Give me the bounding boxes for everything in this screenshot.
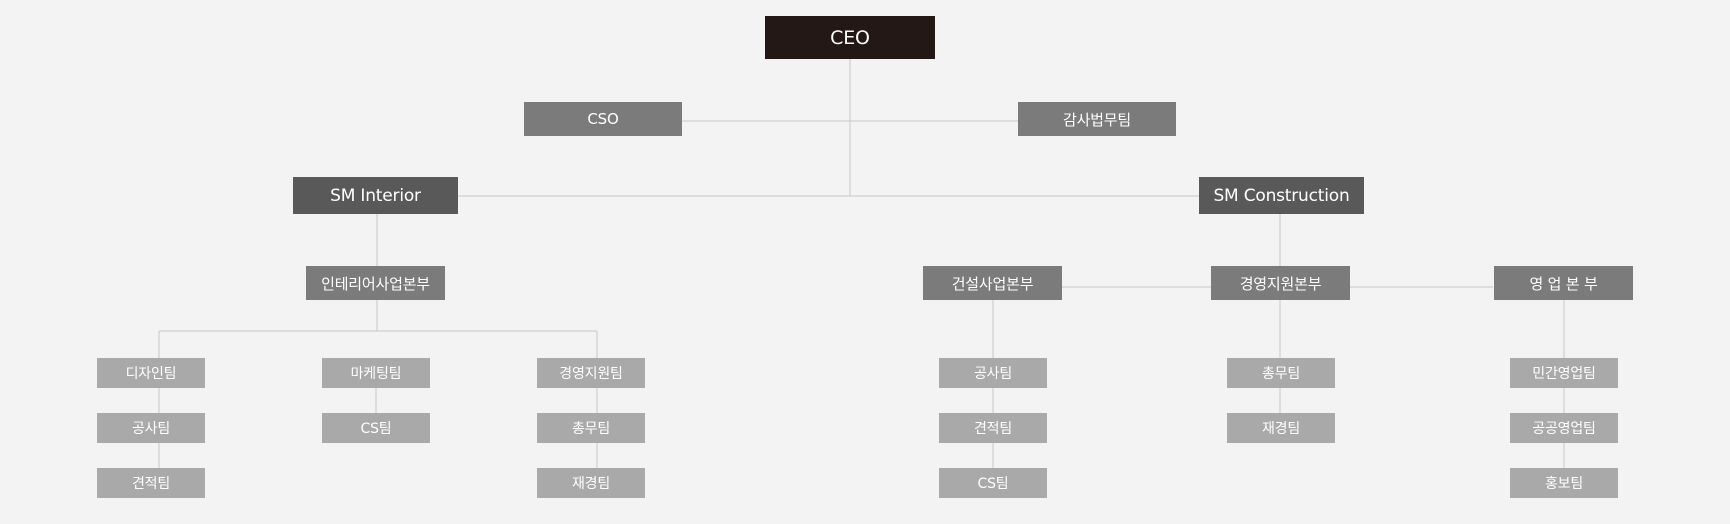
team-box-design: 디자인팀	[97, 358, 205, 388]
ceo-box: CEO	[765, 16, 935, 59]
team-box-construction: 공사팀	[939, 358, 1047, 388]
team-box-finance: 재경팀	[1227, 413, 1335, 443]
team-box-construction: 공사팀	[97, 413, 205, 443]
construction-division-box: 건설사업본부	[923, 266, 1062, 300]
interior-division-box: 인테리어사업본부	[306, 266, 445, 300]
sm-construction-box: SM Construction	[1199, 177, 1364, 214]
team-box-estimate: 견적팀	[939, 413, 1047, 443]
team-box-general-affairs: 총무팀	[537, 413, 645, 443]
team-box-private-sales: 민간영업팀	[1510, 358, 1618, 388]
team-box-management-support: 경영지원팀	[537, 358, 645, 388]
cso-box: CSO	[524, 102, 682, 136]
sm-interior-box: SM Interior	[293, 177, 458, 214]
team-box-public-sales: 공공영업팀	[1510, 413, 1618, 443]
team-box-cs: CS팀	[939, 468, 1047, 498]
sales-division-box: 영 업 본 부	[1494, 266, 1633, 300]
team-box-pr: 홍보팀	[1510, 468, 1618, 498]
audit-legal-team-box: 감사법무팀	[1018, 102, 1176, 136]
team-box-general-affairs: 총무팀	[1227, 358, 1335, 388]
management-support-division-box: 경영지원본부	[1211, 266, 1350, 300]
team-box-estimate: 견적팀	[97, 468, 205, 498]
team-box-finance: 재경팀	[537, 468, 645, 498]
team-box-marketing: 마케팅팀	[322, 358, 430, 388]
team-box-cs: CS팀	[322, 413, 430, 443]
